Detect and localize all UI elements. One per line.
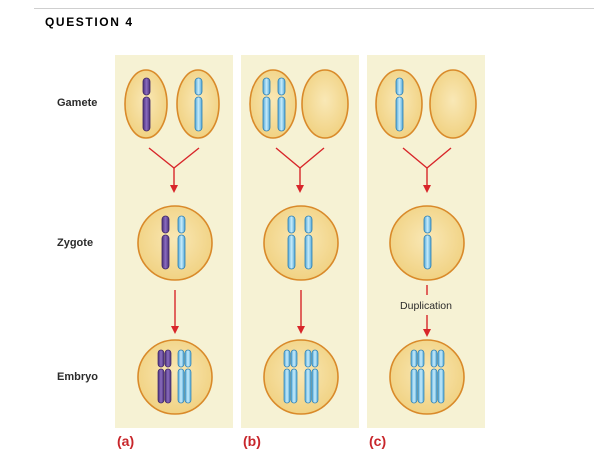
zygote-cell-c: [389, 205, 465, 281]
fusion-arrow-b: [275, 147, 325, 193]
panel-label-b: (b): [243, 433, 261, 449]
embryo-cell-a: [137, 339, 213, 415]
panel-label-a: (a): [117, 433, 135, 449]
question-title: QUESTION 4: [45, 15, 134, 29]
embryo-cell-c: [389, 339, 465, 415]
row-label-embryo: Embryo: [57, 371, 98, 383]
fusion-arrow-c: [402, 147, 452, 193]
duplication-label: Duplication: [400, 300, 452, 312]
zygote-cell-a: [137, 205, 213, 281]
row-label-zygote: Zygote: [57, 237, 94, 249]
gamete-cell-c-right: [429, 69, 477, 139]
gamete-cell-c-left: [375, 69, 423, 139]
blue-chromosome: [194, 77, 203, 132]
gamete-cell-a-left: [124, 69, 168, 139]
fusion-arrow-a: [148, 147, 200, 193]
header-rule: [34, 8, 594, 9]
embryo-cell-b: [263, 339, 339, 415]
panel-label-c: (c): [369, 433, 387, 449]
zygote-cell-b: [263, 205, 339, 281]
gamete-cell-a-right: [176, 69, 220, 139]
purple-chromosome: [142, 77, 151, 132]
gamete-cell-b-right: [301, 69, 349, 139]
gamete-cell-b-left: [249, 69, 297, 139]
row-label-gamete: Gamete: [57, 97, 98, 109]
